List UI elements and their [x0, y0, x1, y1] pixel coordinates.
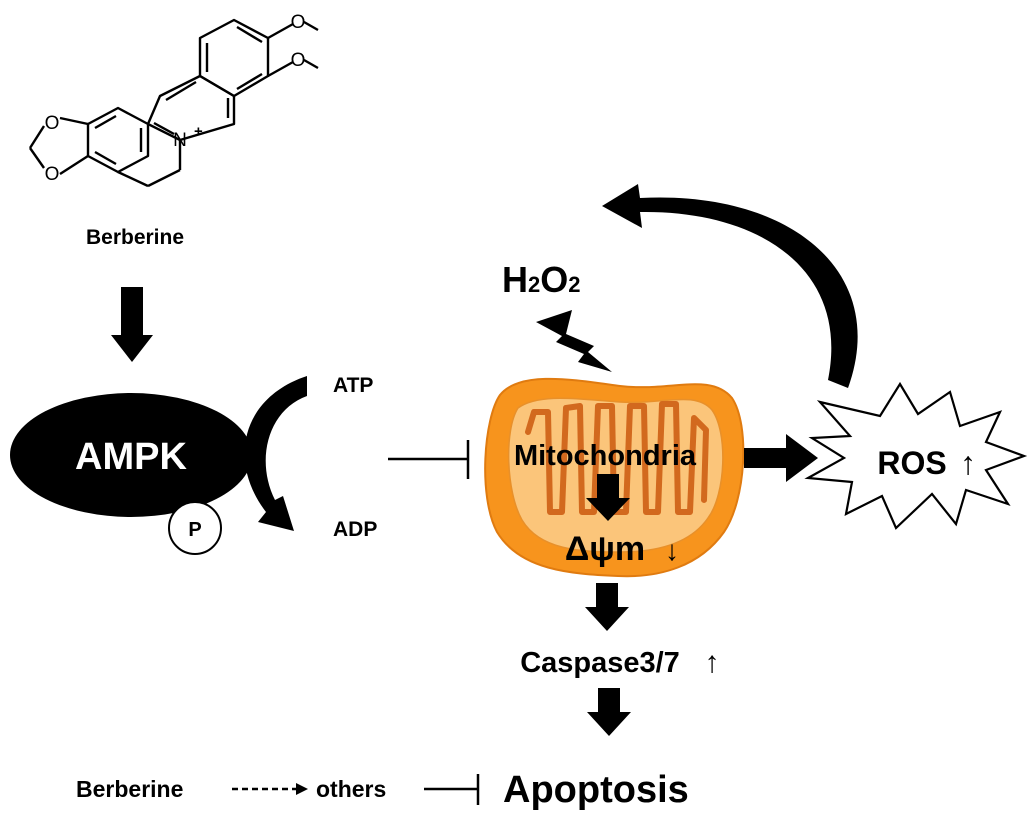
h2o2-o: O: [540, 259, 568, 300]
caspase-change: ↑: [705, 646, 720, 679]
others-label: others: [316, 776, 386, 802]
nitrogen-atom: N: [173, 130, 187, 151]
arrow-caspase-to-apoptosis: [587, 688, 631, 736]
lightning-bolt-icon: [536, 310, 612, 372]
arrow-mitochondria-to-potential: [586, 474, 630, 521]
phospho-circle: [168, 501, 222, 555]
adp-label: ADP: [333, 518, 377, 541]
atp-label: ATP: [333, 374, 373, 397]
dashed-arrow-to-others: [232, 783, 308, 795]
nitrogen-charge: +: [194, 123, 203, 140]
h2o2-sub2: 2: [568, 272, 580, 297]
dioxole-oxygen-bottom: O: [45, 164, 60, 185]
atp-to-adp-curve: [244, 376, 307, 531]
berberine-label: Berberine: [86, 226, 184, 249]
caspase-label: Caspase3/7: [520, 647, 680, 679]
inhibition-to-mitochondria: [388, 440, 470, 479]
methoxy-oxygen-top: O: [291, 12, 306, 33]
apoptosis-label: Apoptosis: [503, 769, 689, 811]
dioxole-oxygen-top: O: [45, 113, 60, 134]
mitochondria-label: Mitochondria: [514, 440, 697, 472]
h2o2-label: H2O2: [502, 259, 581, 300]
berberine-structure: [28, 18, 319, 188]
ampk-label: AMPK: [75, 436, 187, 478]
ampk-ellipse: [10, 393, 252, 517]
arrow-potential-to-caspase: [585, 583, 629, 631]
ros-change: ↑: [960, 445, 976, 481]
ros-burst: [804, 381, 1028, 530]
mitochondria-cristae: [525, 401, 709, 515]
methoxy-oxygen-bottom: O: [291, 50, 306, 71]
h2o2-sub1: 2: [528, 272, 540, 297]
membrane-potential-label: Δψm: [565, 530, 645, 568]
arrow-berberine-to-ampk: [111, 287, 153, 362]
phospho-label: P: [188, 519, 201, 541]
svg-text:H2O2: H2O2: [502, 259, 581, 300]
inhibition-to-apoptosis: [424, 774, 480, 805]
h2o2-h: H: [502, 259, 528, 300]
membrane-potential-change: ↓: [665, 535, 679, 566]
feedback-arrow-ros-to-mitochondria: [602, 184, 858, 388]
arrow-mitochondria-to-ros: [744, 434, 818, 482]
ros-label: ROS: [877, 445, 946, 481]
berberine-atom-labels: O O O O N +: [45, 12, 306, 185]
bottom-berberine-label: Berberine: [76, 776, 183, 802]
